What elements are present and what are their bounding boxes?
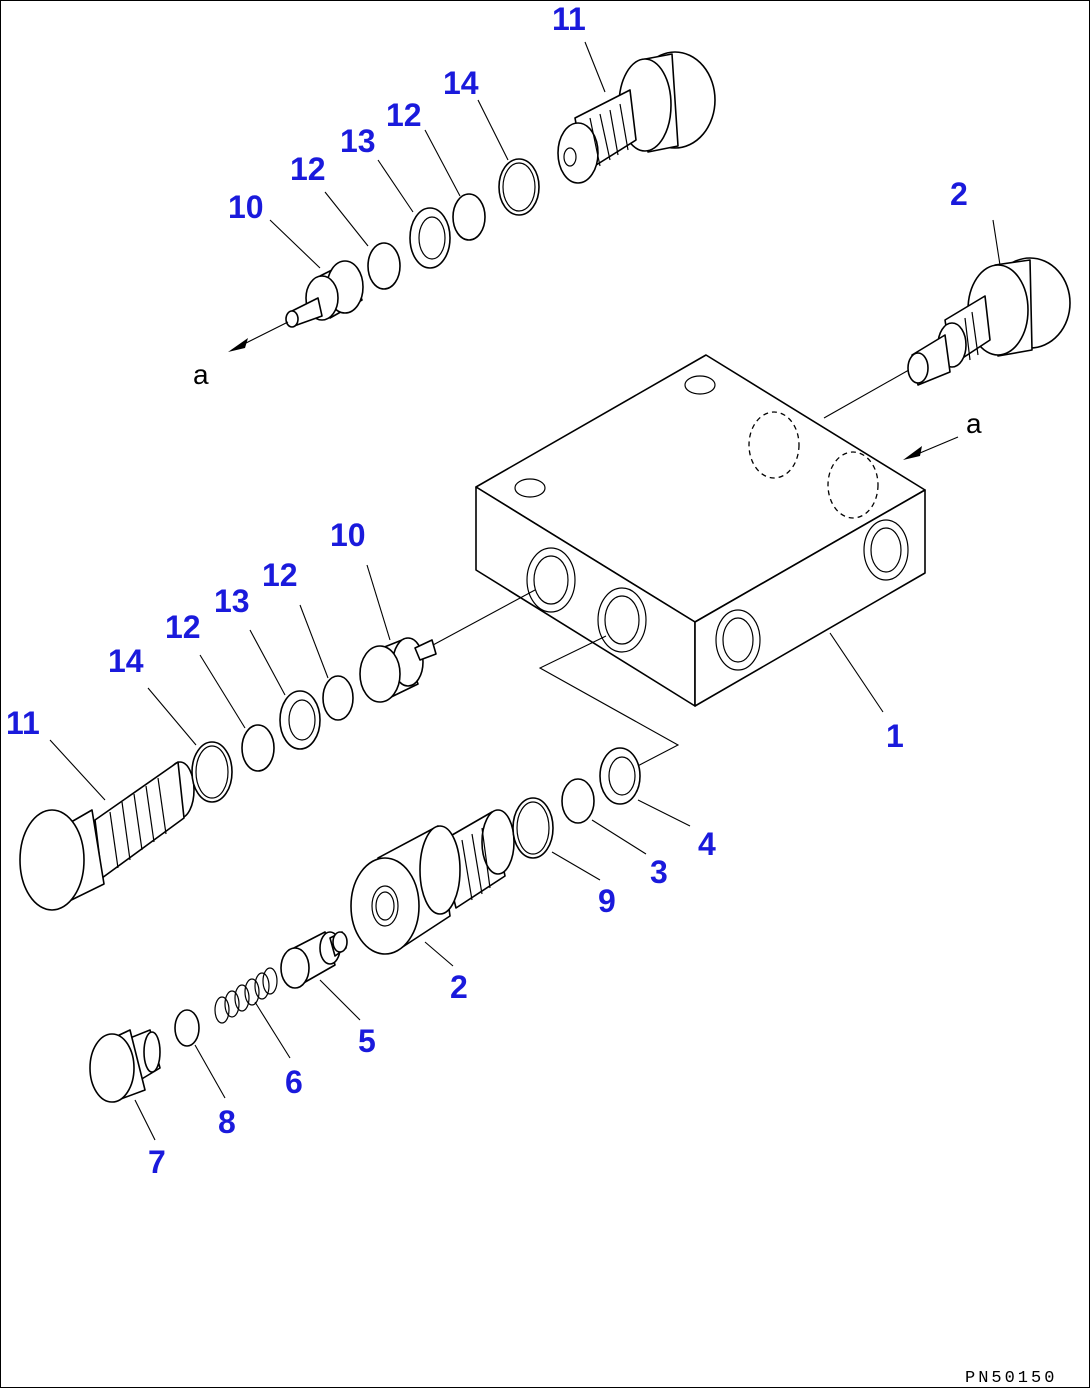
valve-body	[475, 354, 926, 707]
callout-2-upper: 2	[950, 176, 968, 212]
callout-1: 1	[886, 718, 904, 754]
callout-12-upper-a: 12	[290, 151, 326, 187]
ring-3	[561, 778, 595, 824]
callout-5: 5	[358, 1023, 376, 1059]
backup-13-lower	[279, 690, 321, 750]
poppet-5	[280, 931, 348, 989]
upper-seal-set	[367, 158, 540, 290]
leader-lines	[49, 41, 1001, 1141]
callout-11-lower: 11	[6, 705, 40, 741]
piston-lower	[359, 637, 437, 703]
callout-11-upper: 11	[552, 1, 586, 37]
callout-7: 7	[148, 1144, 166, 1180]
callout-12-lower-b: 12	[262, 557, 298, 593]
piston-upper	[228, 260, 364, 352]
oring-9	[512, 797, 554, 859]
callout-8: 8	[218, 1104, 236, 1140]
plug-upper	[557, 51, 716, 184]
ring-12-upper-b	[452, 193, 486, 241]
plug-lower	[19, 761, 195, 911]
ring-12-lower-a	[322, 675, 354, 721]
lower-seal-set	[191, 675, 354, 803]
callout-labels: 1 2 2 3 4 5 6 7 8 9 10 10 11 11 12 12 12…	[6, 1, 968, 1180]
callout-9: 9	[598, 883, 616, 919]
callout-13-lower: 13	[214, 583, 250, 619]
callout-3: 3	[650, 854, 668, 890]
oring-14-lower	[191, 741, 233, 803]
callout-12-lower-a: 12	[165, 609, 201, 645]
reference-letter-a-right: a	[966, 408, 982, 439]
ring-12-lower-b	[241, 724, 275, 772]
callout-4: 4	[698, 826, 716, 862]
plug-7	[89, 1029, 161, 1103]
drawing-code: PN50150	[965, 1369, 1057, 1388]
callout-2-lower: 2	[450, 969, 468, 1005]
callout-12-upper-b: 12	[386, 97, 422, 133]
reference-arrow-right	[903, 436, 959, 460]
oring-8	[174, 1009, 200, 1047]
callout-10-lower: 10	[330, 517, 366, 553]
callout-14-upper: 14	[443, 65, 479, 101]
oring-14-upper	[498, 158, 540, 216]
callout-10-upper: 10	[228, 189, 264, 225]
reference-letter-a-left: a	[193, 359, 209, 390]
backup-13-upper	[409, 207, 451, 269]
ring-4	[599, 747, 641, 805]
relief-valve-upper-right	[907, 257, 1071, 386]
ring-12-upper-a	[367, 242, 401, 290]
relief-valve-lower	[350, 809, 515, 955]
callout-13-upper: 13	[340, 123, 376, 159]
callout-6: 6	[285, 1064, 303, 1100]
spring-6	[214, 967, 278, 1024]
callout-14-lower: 14	[108, 643, 144, 679]
